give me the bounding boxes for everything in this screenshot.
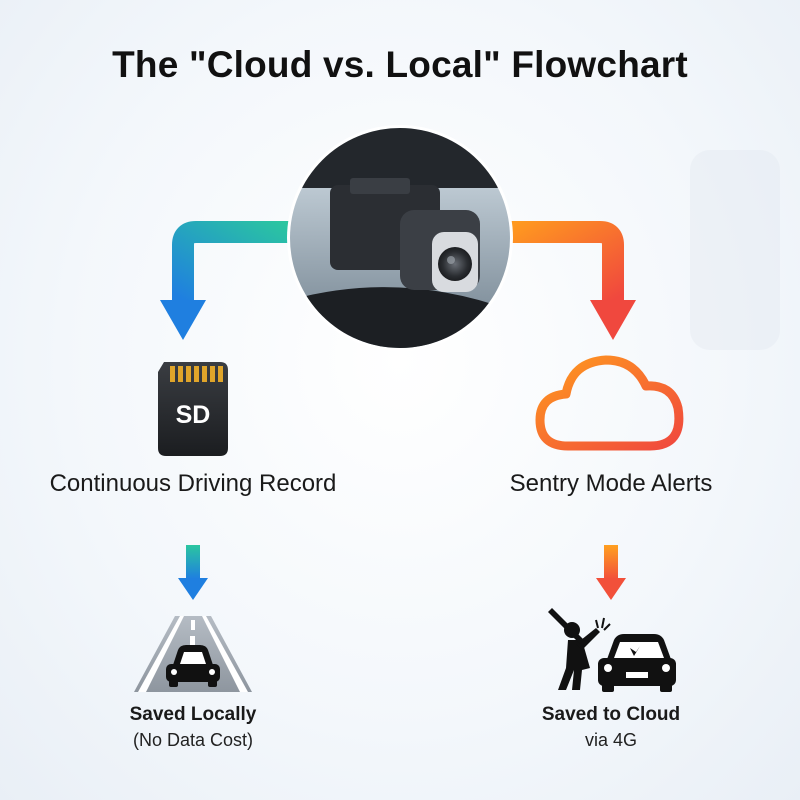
page-title: The "Cloud vs. Local" Flowchart: [112, 44, 688, 85]
local-label: Continuous Driving Record: [49, 470, 337, 497]
dashcam-photo: [287, 125, 513, 351]
sd-card-text: SD: [176, 401, 211, 429]
cloud-icon: [535, 355, 684, 451]
local-flow-arrow: [160, 221, 300, 340]
cloud-down-arrow: [596, 545, 626, 600]
local-down-arrow: [178, 545, 208, 600]
cloud-result-sub: via 4G: [584, 730, 638, 750]
cloud-result-title: Saved to Cloud: [541, 704, 681, 725]
vandal-car-icon: [548, 608, 676, 692]
cloud-flow-arrow: [500, 221, 636, 340]
cloud-label: Sentry Mode Alerts: [509, 470, 713, 497]
background-map-dots: [690, 150, 780, 350]
road-car-icon: [134, 616, 252, 692]
sd-card-icon: SD: [158, 362, 228, 456]
local-result-title: Saved Locally: [129, 704, 257, 725]
local-result-sub: (No Data Cost): [132, 730, 254, 750]
